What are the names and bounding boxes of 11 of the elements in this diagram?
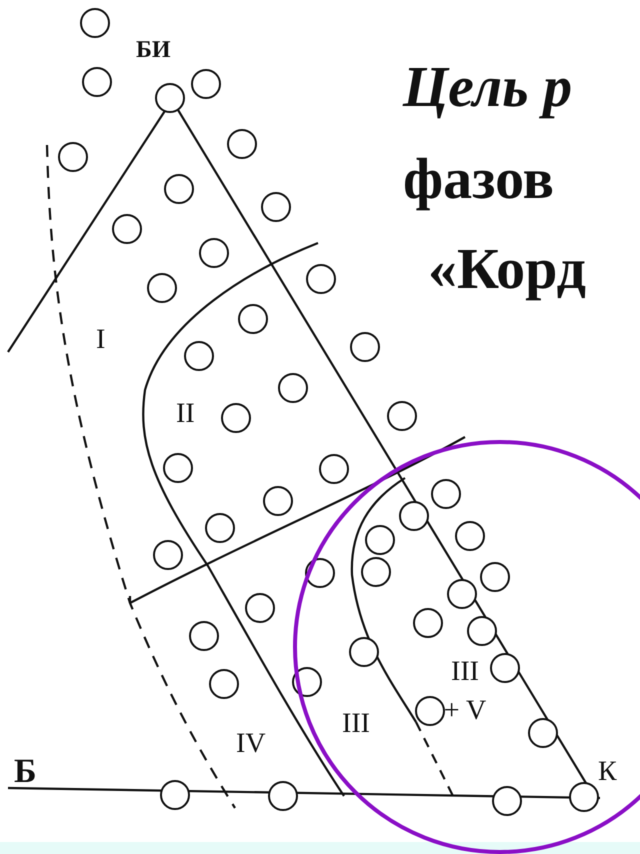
region-label: I — [96, 326, 106, 354]
heading-text: «Корд — [428, 240, 586, 298]
heading-text: фазов — [403, 150, 554, 208]
vertex-label: К — [598, 758, 617, 786]
region-label: IV — [236, 730, 266, 758]
vertex-label: БИ — [136, 38, 171, 62]
region-label: III — [342, 710, 370, 738]
heading-text: Цель р — [403, 58, 572, 116]
region-label: II — [176, 400, 195, 428]
vertex-label: Б — [14, 755, 36, 789]
region-label: III + V — [442, 655, 488, 728]
